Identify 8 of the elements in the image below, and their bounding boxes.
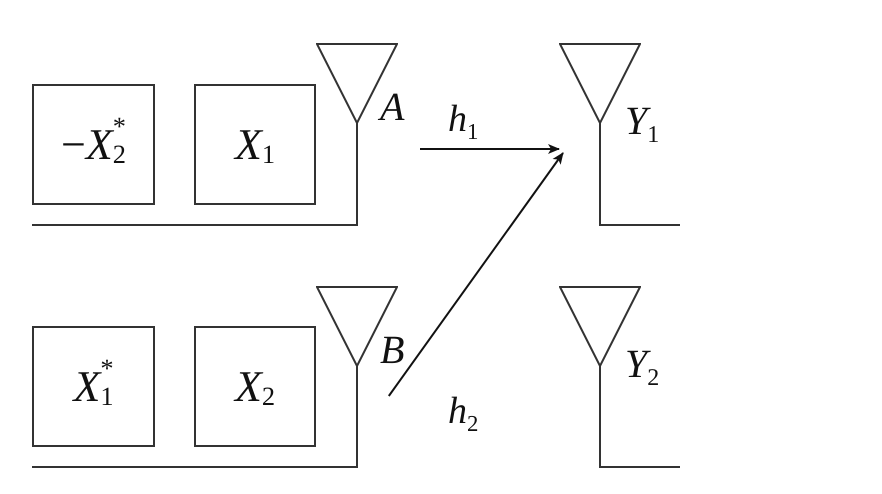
antenna-label: A	[380, 87, 404, 127]
antenna-label: B	[380, 330, 404, 370]
antenna-label: Y$_{2}$	[625, 344, 660, 384]
signal-box: X$_{2}$	[194, 326, 316, 447]
arrow	[420, 144, 560, 154]
antenna-label: Y$_{1}$	[625, 101, 660, 141]
arrow	[388, 152, 564, 397]
signal-box: X$_{1}$	[194, 84, 316, 205]
